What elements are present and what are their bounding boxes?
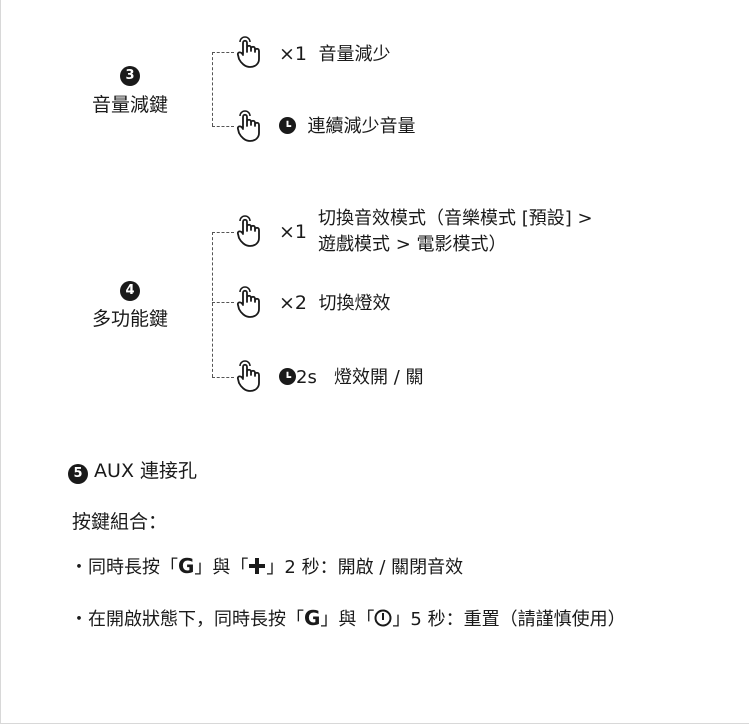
tap-hand-icon	[236, 360, 260, 392]
multifunction-row-1-line-1: 切換音效模式（音樂模式 [預設] >	[318, 208, 593, 229]
bracket-branch	[212, 377, 234, 378]
bracket-branch	[212, 232, 234, 233]
multifunction-bracket	[212, 232, 213, 377]
multifunction-row-1-count: ×1	[279, 221, 308, 243]
bracket-branch	[212, 52, 234, 53]
plus-icon	[249, 558, 266, 574]
g-key: G	[304, 606, 321, 630]
multifunction-row-3: 2s 燈效開 / 關	[279, 366, 424, 390]
bracket-branch	[212, 126, 234, 127]
volume-down-number: 3	[70, 64, 190, 86]
tap-hand-icon	[236, 215, 260, 247]
combos-title: 按鍵組合：	[72, 511, 168, 533]
bracket-branch	[212, 302, 234, 303]
volume-down-row-2: 連續減少音量	[279, 115, 415, 139]
volume-down-row-1: ×1 音量減少	[279, 43, 391, 65]
volume-down-label: 音量減鍵	[91, 94, 168, 116]
clock-icon	[279, 117, 296, 134]
multifunction-label: 多功能鍵	[91, 308, 168, 330]
power-icon	[374, 609, 392, 627]
combo-item: ・同時長按「G」與「」2 秒：開啟 / 關閉音效	[70, 554, 464, 578]
multifunction-number: 4	[70, 279, 190, 301]
aux-heading: 5 AUX 連接孔	[68, 459, 197, 484]
multifunction-row-2: ×2 切換燈效	[279, 292, 391, 314]
combo-item: ・在開啟狀態下，同時長按「G」與「」5 秒：重置（請謹慎使用）	[70, 606, 626, 630]
tap-hand-icon	[236, 36, 260, 68]
g-key: G	[178, 554, 195, 578]
tap-hand-icon	[236, 110, 260, 142]
multifunction-row-1-line-2: 遊戲模式 > 電影模式）	[318, 234, 507, 255]
tap-hand-icon	[236, 286, 260, 318]
clock-icon	[279, 368, 296, 385]
volume-down-bracket	[212, 52, 213, 126]
